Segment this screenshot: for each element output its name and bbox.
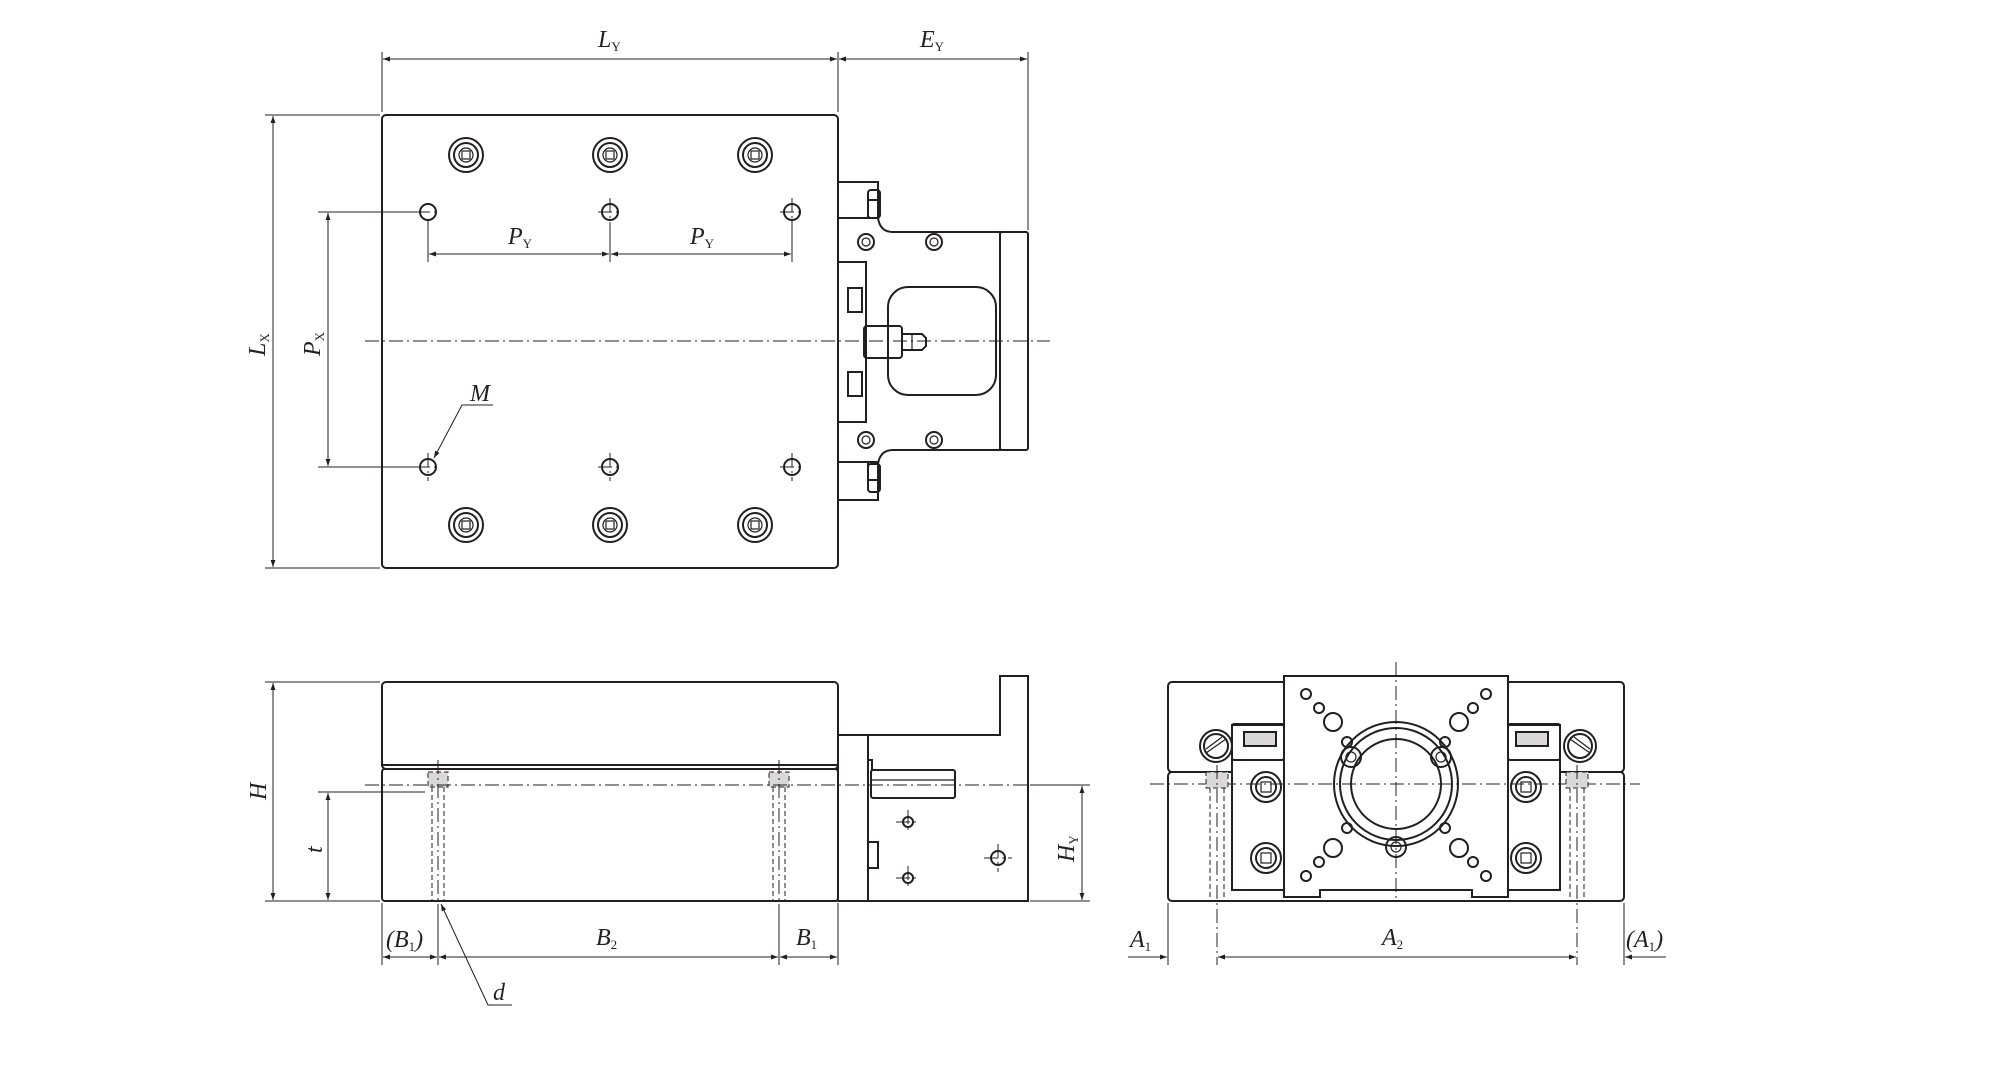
dim-label-py-right: PY <box>689 224 715 251</box>
dim-label-b1-paren: (B1) <box>386 927 423 954</box>
front-view-dimensions <box>265 681 1090 1006</box>
front-view-drive-unit <box>837 675 1029 902</box>
dim-label-px: PX <box>300 331 327 357</box>
side-view-dimensions <box>1128 903 1666 965</box>
side-view-bolts <box>1205 765 1589 965</box>
dim-label-hy: HY <box>1054 835 1081 863</box>
front-view-base <box>381 768 839 902</box>
front-view: H t HY (B1) B2 B1 d <box>246 675 1090 1006</box>
dim-label-a1-paren: (A1) <box>1626 927 1663 954</box>
dim-label-b2: B2 <box>596 925 617 952</box>
dim-label-m: M <box>469 381 492 407</box>
dim-label-b1: B1 <box>796 925 817 952</box>
dim-label-t: t <box>302 845 328 853</box>
front-view-top-table <box>381 681 839 770</box>
dim-label-a2: A2 <box>1380 925 1403 952</box>
side-view-housing-holes <box>1300 688 1492 882</box>
dim-label-ey: EY <box>919 27 945 54</box>
dim-label-d: d <box>493 980 506 1006</box>
top-view: LY EY LX PX PY PY M <box>245 27 1050 569</box>
top-view-dimensions <box>265 52 1029 569</box>
dim-label-h: H <box>246 781 272 801</box>
dim-label-ly: LY <box>597 27 621 54</box>
side-view-rails <box>1199 723 1597 763</box>
side-view-mounting-screws <box>1250 771 1542 874</box>
side-view: A1 A2 (A1) <box>1128 662 1666 965</box>
dim-label-py-left: PY <box>507 224 533 251</box>
dim-label-a1: A1 <box>1128 927 1151 954</box>
dim-label-lx: LX <box>245 333 272 357</box>
front-view-bolts <box>427 760 790 915</box>
top-view-counterbored-holes <box>448 137 773 543</box>
